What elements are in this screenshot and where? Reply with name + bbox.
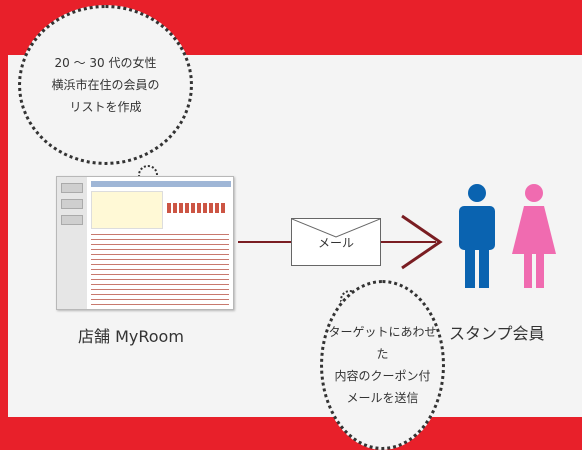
envelope-label: メール xyxy=(317,236,354,250)
screenshot-titlebar xyxy=(91,181,231,187)
members-label: スタンプ会員 xyxy=(449,324,545,343)
arrow-right-icon xyxy=(401,214,443,270)
myroom-screenshot xyxy=(56,176,234,310)
screenshot-form xyxy=(91,191,163,229)
screenshot-sidebar xyxy=(57,177,87,309)
store-label: 店舗 MyRoom xyxy=(78,327,184,346)
screenshot-table xyxy=(91,233,229,305)
thought-bubble-list-creation: 20 ～ 30 代の女性 横浜市在住の会員の リストを作成 xyxy=(18,5,193,165)
female-person-icon xyxy=(512,184,556,288)
screenshot-logo xyxy=(167,203,227,213)
male-person-icon xyxy=(459,184,495,288)
bubble-bottom-text: ターゲットにあわせた 内容のクーポン付 メールを送信 xyxy=(328,325,437,405)
thought-bubble-send-mail: ターゲットにあわせた 内容のクーポン付 メールを送信 xyxy=(320,280,445,450)
bubble-top-text: 20 ～ 30 代の女性 横浜市在住の会員の リストを作成 xyxy=(51,56,160,114)
envelope-icon: メール xyxy=(291,218,381,266)
